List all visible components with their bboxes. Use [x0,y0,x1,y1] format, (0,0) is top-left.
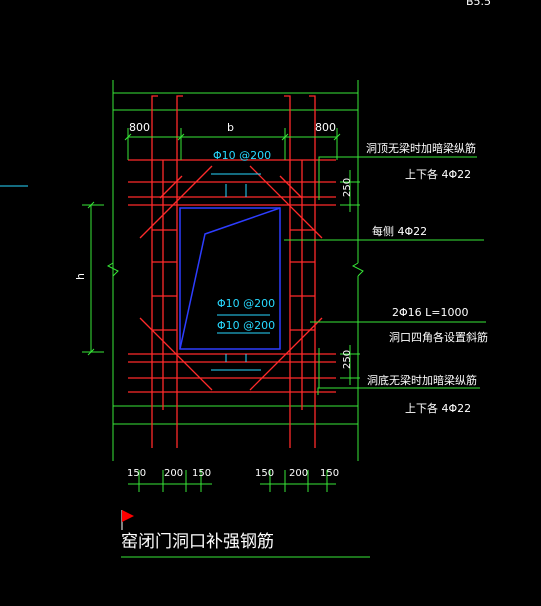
note-bottom-sub: 上下各 4Φ22 [405,401,471,415]
vertical-rebars [151,95,316,448]
dim-height: h [74,273,87,280]
dim-bottom-3: 150 [192,468,211,479]
stirrup-label-mid2: Φ10 @200 [217,319,275,332]
top-dimension [124,128,341,160]
note-corner: 2Φ16 L=1000 [392,306,469,319]
dim-spacing-top: 250 [342,178,353,197]
dim-spacing-bottom: 250 [342,350,353,369]
stirrup-label-top: Φ10 @200 [213,149,271,162]
dim-bottom-1: 150 [127,468,146,479]
corner-label: B5.5 [466,0,491,8]
leader-lines [284,156,486,395]
dim-top-right: 800 [315,121,336,134]
dim-bottom-2: 200 [164,468,183,479]
break-mark-icon [106,262,364,277]
stirrup-label-mid1: Φ10 @200 [217,297,275,310]
door-opening [179,207,281,350]
right-spacing-dims [340,170,360,385]
flag-icon [121,510,134,530]
dim-top-left: 800 [129,121,150,134]
bottom-dim-values: 150 200 150 150 200 150 [127,468,339,479]
note-top: 洞顶无梁时加暗梁纵筋 [366,141,476,155]
note-side: 每侧 4Φ22 [372,224,427,238]
note-bottom: 洞底无梁时加暗梁纵筋 [367,373,477,387]
horizontal-rebars [128,159,336,393]
drawing-title: 窑闭门洞口补强钢筋 [121,532,274,552]
note-top-sub: 上下各 4Φ22 [405,167,471,181]
stirrup-ties [211,173,270,371]
dim-top-mid: b [227,121,234,134]
bottom-dimension [128,470,336,492]
diagonal-bars [139,165,323,391]
dim-bottom-4: 150 [255,468,274,479]
left-dimension [82,201,104,356]
wall-outline [112,80,359,461]
note-corner-sub: 洞口四角各设置斜筋 [389,330,488,344]
dim-bottom-5: 200 [289,468,308,479]
dim-bottom-6: 150 [320,468,339,479]
